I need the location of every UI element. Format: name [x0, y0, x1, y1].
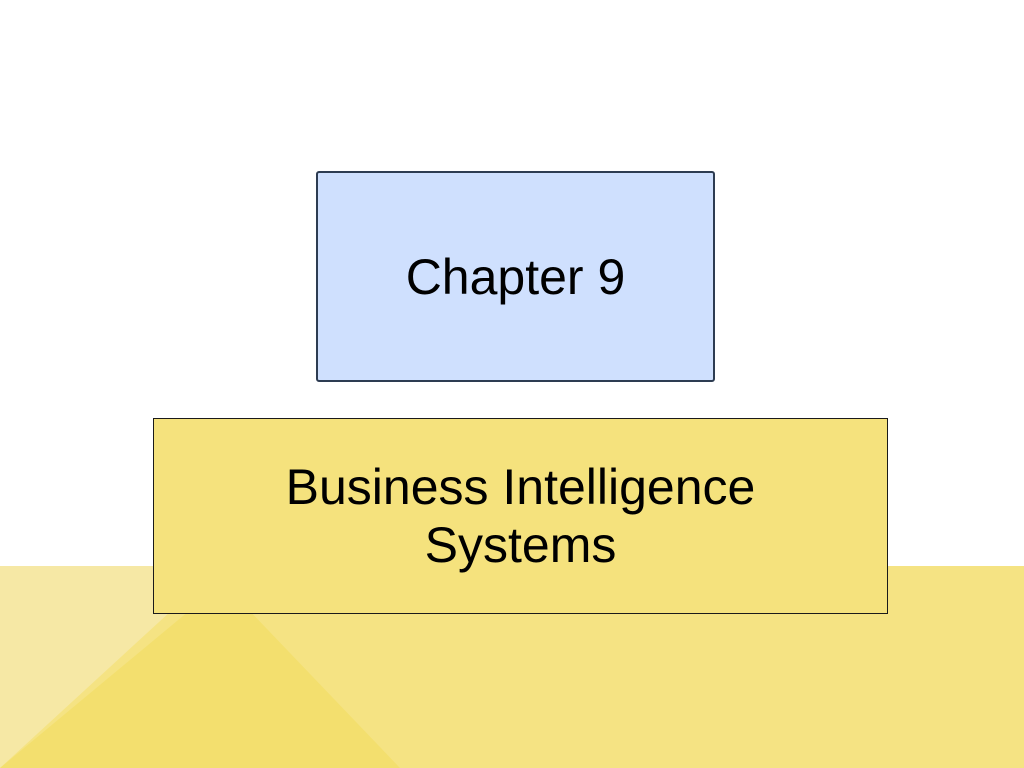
- band-triangle: [0, 606, 400, 768]
- title-box: Business Intelligence Systems: [153, 418, 888, 614]
- band-light-left: [0, 566, 220, 768]
- chapter-label: Chapter 9: [405, 248, 626, 305]
- title-line-2: Systems: [424, 517, 617, 573]
- title-line-1: Business Intelligence: [285, 459, 756, 515]
- chapter-box: Chapter 9: [316, 171, 715, 382]
